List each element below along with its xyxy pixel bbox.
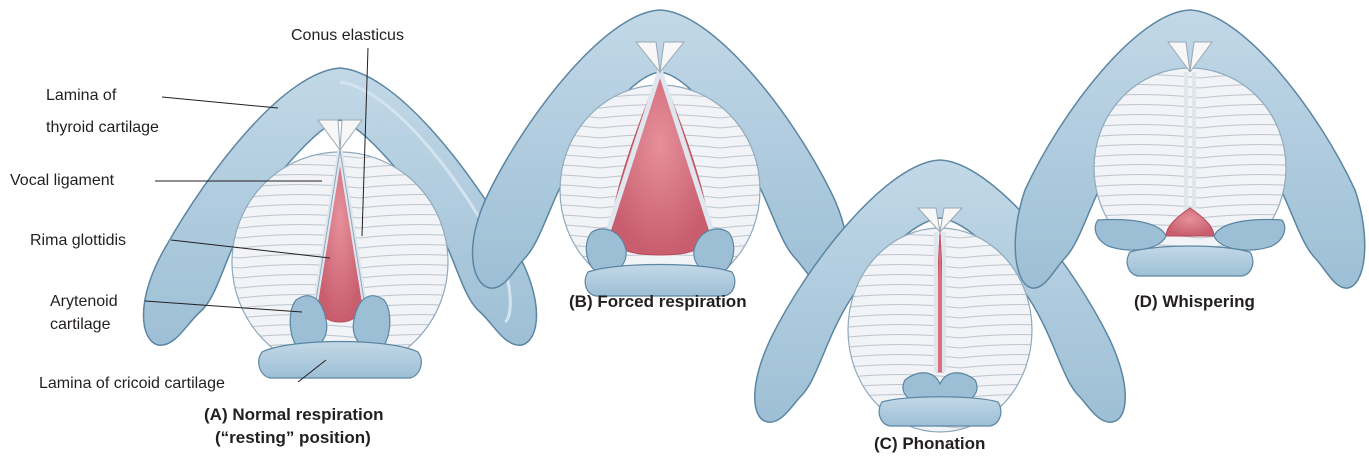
label-rima-glottidis: Rima glottidis [30,231,126,250]
cricoid-lamina-a [259,342,422,379]
label-conus-elasticus: Conus elasticus [291,26,404,45]
caption-panel-a-line1: (A) Normal respiration [204,405,383,425]
leader-lamina-thyroid [162,97,278,108]
caption-panel-b: (B) Forced respiration [569,292,747,312]
panel-d-larynx [1015,10,1365,288]
panel-b-larynx [473,10,848,296]
cricoid-lamina-d [1127,246,1253,276]
cricoid-lamina-c [879,397,1001,426]
caption-panel-a-line2: (“resting” position) [215,428,371,448]
label-arytenoid-line2: cartilage [50,315,110,334]
label-arytenoid-line1: Arytenoid [50,292,118,311]
thyroid-notch-tabs-a [318,120,362,150]
label-lamina-thyroid-line1: Lamina of [46,86,116,105]
label-lamina-cricoid: Lamina of cricoid cartilage [39,374,225,393]
label-lamina-thyroid-line2: thyroid cartilage [46,118,159,137]
caption-panel-d: (D) Whispering [1134,292,1255,312]
label-vocal-ligament: Vocal ligament [10,171,114,190]
caption-panel-c: (C) Phonation [874,434,985,454]
